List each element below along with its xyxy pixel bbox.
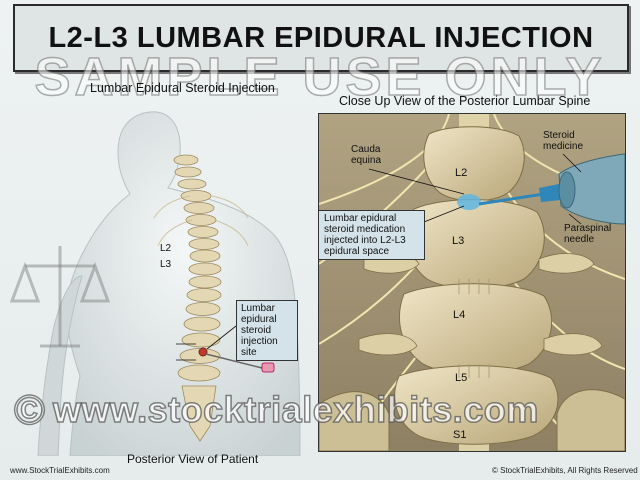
syringe	[261, 362, 275, 373]
pelvis-right	[556, 389, 625, 451]
sample-watermark: SAMPLE USE ONLY	[34, 46, 606, 108]
closeup-spine-panel: Cauda equina Steroid medicine Paraspinal…	[318, 113, 626, 452]
label-l4: L4	[453, 309, 466, 321]
pelvis-left	[319, 391, 390, 451]
torso-silhouette	[66, 111, 301, 457]
footer-copyright: © StockTrialExhibits, All Rights Reserve…	[492, 466, 638, 475]
label-line: medicine	[543, 141, 584, 152]
label-line: equina	[351, 155, 382, 166]
label-line: needle	[564, 234, 595, 245]
footer-website: www.StockTrialExhibits.com	[10, 466, 110, 475]
label-l2: L2	[455, 167, 468, 179]
justice-scale-watermark	[9, 246, 111, 348]
callout-line: epidural space	[324, 246, 390, 257]
ligament-hatching	[458, 279, 490, 378]
left-label-l2: L2	[160, 243, 172, 254]
right-medication-callout: Lumbar epidural steroid medication injec…	[319, 210, 425, 260]
label-s1: S1	[453, 429, 467, 441]
label-line: Cauda	[351, 144, 381, 155]
left-injection-callout: Lumbar epidural steroid injection site	[236, 300, 298, 361]
vertebra-l4	[399, 283, 553, 375]
right-panel-caption: Close Up View of the Posterior Lumbar Sp…	[339, 94, 591, 108]
title-box: L2-L3 LUMBAR EPIDURAL INJECTION	[13, 4, 629, 72]
callout-line: Lumbar epidural	[324, 213, 397, 224]
steroid-pointer	[562, 153, 582, 173]
label-l3: L3	[452, 235, 465, 247]
needle-pointer	[568, 213, 582, 225]
vertebra-l2	[423, 126, 525, 202]
page-title: L2-L3 LUMBAR EPIDURAL INJECTION	[48, 21, 594, 54]
label-cauda-equina: Cauda equina	[351, 144, 381, 166]
callout-line: injected into L2-L3	[324, 235, 406, 246]
label-line: Paraspinal	[564, 223, 612, 234]
label-l5: L5	[455, 372, 468, 384]
callout-line: steroid	[241, 325, 272, 336]
label-line: Steroid	[543, 130, 575, 141]
needle-hub	[539, 184, 561, 202]
callout-line: injection	[241, 336, 278, 347]
callout-line: epidural	[241, 314, 277, 325]
posterior-view-caption: Posterior View of Patient	[127, 452, 259, 466]
left-panel-caption: Lumbar Epidural Steroid Injection	[90, 81, 275, 95]
cauda-pointer	[368, 168, 465, 195]
needle-line	[205, 353, 263, 369]
spine-column	[173, 154, 222, 442]
left-arm	[37, 275, 83, 457]
callout-line: steroid medication	[324, 224, 406, 235]
callout-pointer-left	[206, 325, 237, 350]
label-steroid-medicine: Steroid medicine	[543, 130, 583, 152]
vertebra-l3	[406, 199, 545, 290]
left-label-l3: L3	[160, 259, 172, 270]
url-watermark: © www.stocktrialexhibits.com	[13, 385, 539, 434]
injection-site-marker	[198, 347, 208, 357]
closeup-spine-illustration	[319, 114, 625, 451]
url-watermark-text: www.stocktrialexhibits.com	[52, 388, 539, 431]
label-paraspinal-needle: Paraspinal needle	[564, 223, 611, 245]
vertebrae	[394, 126, 559, 445]
syringe-body	[558, 153, 625, 225]
copyright-icon: ©	[13, 385, 45, 434]
rib-lines	[153, 195, 249, 247]
callout-line: site	[241, 347, 257, 358]
posterior-view-panel: L2 L3 Lumbar epidural steroid injection …	[0, 96, 310, 457]
vertebra-l5	[394, 365, 559, 445]
posterior-view-illustration	[9, 111, 301, 457]
callout-line: Lumbar	[241, 303, 275, 314]
